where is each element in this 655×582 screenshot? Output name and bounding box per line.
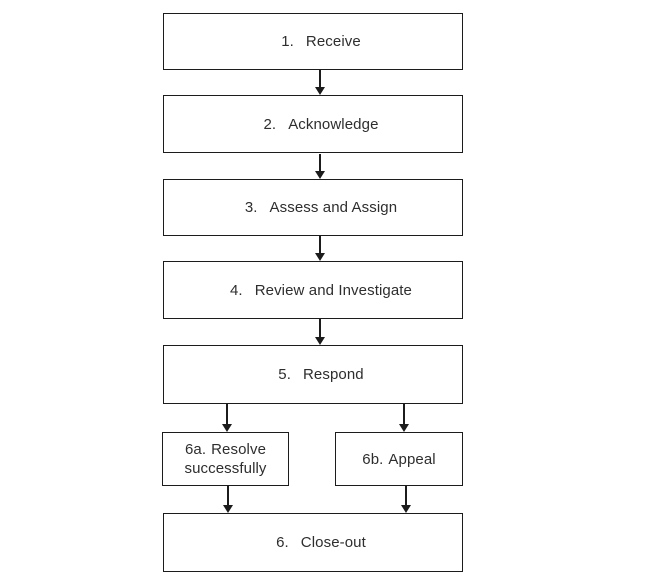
step-label: Acknowledge <box>288 115 379 133</box>
step-label: Close-out <box>300 534 366 551</box>
arrow-down-review-to-respond <box>319 319 321 337</box>
step-number: 6a. <box>184 441 207 458</box>
flow-step-respond: 5. Respond <box>163 345 463 404</box>
step-number: 1. <box>281 33 294 50</box>
step-label: Resolve successfully <box>184 441 267 477</box>
step-number: 3. <box>244 199 258 216</box>
step-number: 5. <box>278 366 291 383</box>
flow-step-review-and-investigate: 4. Review and Investigate <box>163 261 463 319</box>
arrow-down-assess-to-review <box>319 236 321 253</box>
step-label: Assess and Assign <box>269 199 398 216</box>
flow-step-close-out: 6. Close-out <box>163 513 463 572</box>
arrow-down-resolve-to-closeout <box>227 486 229 505</box>
flow-step-assess-and-assign: 3. Assess and Assign <box>163 179 463 236</box>
step-label: Review and Investigate <box>254 281 412 299</box>
step-number: 6b. <box>362 450 384 468</box>
flow-step-appeal: 6b.Appeal <box>335 432 463 486</box>
flow-step-acknowledge: 2. Acknowledge <box>163 95 463 153</box>
step-number: 4. <box>229 281 243 299</box>
arrow-down-respond-to-resolve <box>226 404 228 424</box>
step-label: Respond <box>302 366 364 383</box>
step-label: Receive <box>305 33 361 50</box>
arrow-down-receive-to-acknowledge <box>319 70 321 87</box>
flow-step-resolve-successfully: 6a.Resolve successfully <box>162 432 289 486</box>
step-number: 2. <box>263 115 277 133</box>
flow-step-receive: 1. Receive <box>163 13 463 70</box>
step-label: Appeal <box>388 450 436 468</box>
step-number: 6. <box>276 534 289 551</box>
arrow-down-acknowledge-to-assess <box>319 154 321 171</box>
arrow-down-appeal-to-closeout <box>405 486 407 505</box>
arrow-down-respond-to-appeal <box>403 404 405 424</box>
